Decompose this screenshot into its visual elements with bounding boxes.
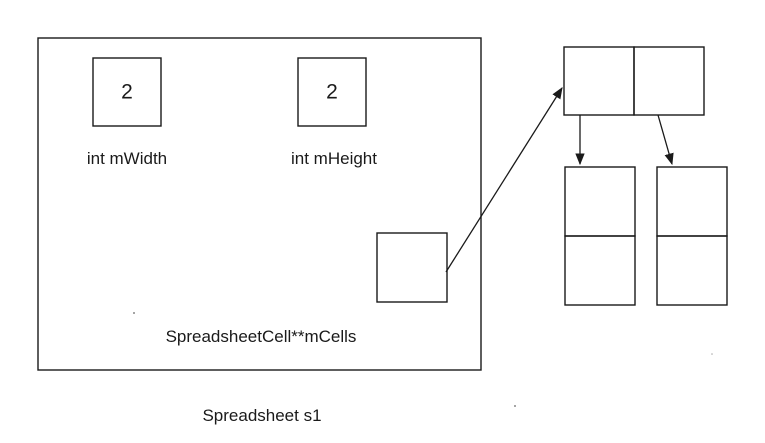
spreadsheet-cell-slot <box>564 235 636 306</box>
width-field-label: int mWidth <box>87 149 167 168</box>
scan-speck <box>133 312 135 314</box>
cells-pointer-arrow <box>445 87 563 273</box>
row-pointer-cell <box>563 46 635 116</box>
row-pointer-cell <box>633 46 705 116</box>
row-pointer-arrow-right <box>657 114 674 166</box>
object-caption: Spreadsheet s1 <box>202 406 321 425</box>
scan-speck <box>514 405 516 407</box>
spreadsheet-cell-slot <box>564 166 636 237</box>
height-value: 2 <box>326 81 338 104</box>
scan-speck <box>711 353 713 355</box>
cell-column-right <box>656 166 728 306</box>
cells-pointer-box <box>376 232 448 303</box>
spreadsheet-cell-slot <box>656 166 728 237</box>
width-value-box <box>92 57 162 127</box>
height-value-box <box>297 57 367 127</box>
cells-field-label: SpreadsheetCell**mCells <box>166 327 357 346</box>
spreadsheet-cell-slot <box>656 235 728 306</box>
height-field-label: int mHeight <box>291 149 377 168</box>
row-pointer-array <box>563 46 705 116</box>
spreadsheet-object-frame <box>37 37 482 371</box>
width-value: 2 <box>121 81 133 104</box>
cell-column-left <box>564 166 636 306</box>
